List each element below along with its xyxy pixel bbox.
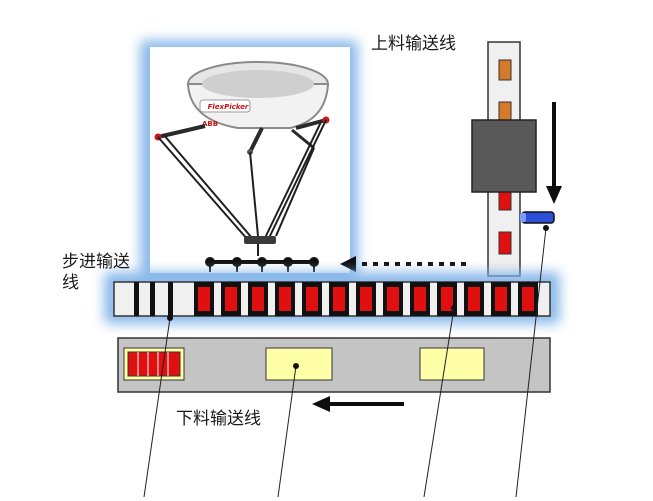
step-product — [225, 287, 237, 311]
step-divider — [168, 282, 173, 316]
unload-direction-arrow — [312, 396, 404, 412]
step-product — [414, 287, 426, 311]
unload-conveyor-label: 下料输送线 — [176, 409, 261, 429]
step-product — [522, 287, 534, 311]
step-product — [333, 287, 345, 311]
empty-tray — [419, 347, 485, 381]
feed-product — [498, 189, 512, 211]
sensor-icon — [521, 211, 555, 224]
feed-product — [498, 101, 512, 123]
step-product — [252, 287, 264, 311]
packed-box — [123, 347, 185, 381]
feed-product — [498, 59, 512, 81]
leader-lines — [143, 227, 547, 498]
step-product — [198, 287, 210, 311]
empty-tray — [265, 347, 333, 381]
transfer-arrow — [340, 256, 466, 272]
step-product — [495, 287, 507, 311]
delta-robot-icon: FlexPicker ABB — [154, 61, 330, 256]
step-conveyor-label: 步进输送线 — [62, 252, 130, 294]
step-product — [360, 287, 372, 311]
robot-maker-text: ABB — [202, 120, 218, 128]
step-product — [306, 287, 318, 311]
camera-block — [471, 119, 537, 193]
feed-direction-arrow — [546, 102, 562, 204]
step-divider — [134, 282, 139, 316]
feed-product — [498, 231, 512, 255]
step-product — [468, 287, 480, 311]
step-conveyor-slots — [134, 282, 538, 316]
step-product — [387, 287, 399, 311]
gripper-bar-icon — [205, 257, 319, 272]
robot-brand-text: FlexPicker — [208, 103, 249, 111]
step-product — [441, 287, 453, 311]
feed-conveyor-label: 上料输送线 — [371, 34, 456, 54]
step-product — [279, 287, 291, 311]
step-divider — [150, 282, 155, 316]
